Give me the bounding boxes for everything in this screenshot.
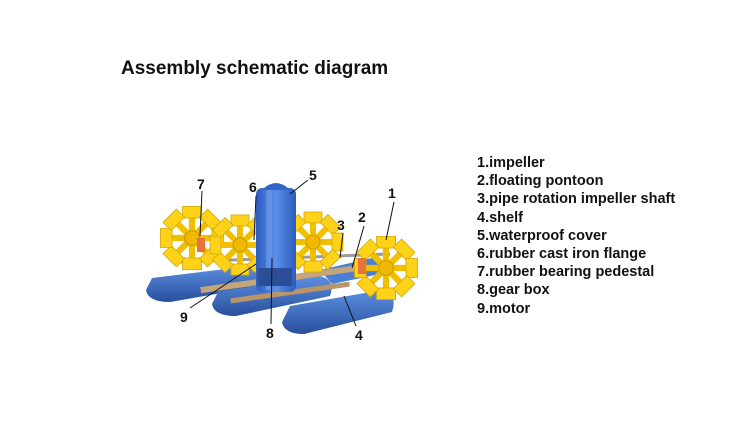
- legend-item-gear-box: 8.gear box: [477, 282, 550, 299]
- parts-legend: 1.impeller 2.floating pontoon 3.pipe rot…: [477, 154, 675, 318]
- legend-item-flange: 6.rubber cast iron flange: [477, 245, 647, 262]
- callout-6: 6: [249, 179, 257, 195]
- callout-8: 8: [266, 325, 274, 341]
- legend-item-shelf: 4.shelf: [477, 209, 523, 226]
- callout-numbers: 1 2 3 4 5 6 7 8 9: [180, 167, 396, 343]
- legend-item-waterproof-cover: 5.waterproof cover: [477, 227, 607, 244]
- legend-item-bearing-pedestal: 7.rubber bearing pedestal: [477, 264, 655, 281]
- leader-lines: [189, 179, 395, 327]
- callout-1: 1: [388, 185, 396, 201]
- callout-9: 9: [180, 309, 188, 325]
- legend-item-impeller: 1.impeller: [477, 155, 545, 171]
- callout-4: 4: [355, 327, 363, 343]
- bearing-pedestals: [197, 238, 366, 274]
- diagram-title: Assembly schematic diagram: [121, 58, 389, 79]
- legend-item-floating-pontoon: 2.floating pontoon: [477, 173, 604, 190]
- legend-item-impeller-shaft: 3.pipe rotation impeller shaft: [477, 191, 676, 208]
- gear-box: [258, 268, 292, 286]
- callout-3: 3: [337, 217, 345, 233]
- waterproof-cover: [256, 183, 296, 292]
- callout-7: 7: [197, 176, 205, 192]
- pontoon-right: [282, 290, 394, 334]
- callout-2: 2: [358, 209, 366, 225]
- legend-item-motor: 9.motor: [477, 300, 531, 317]
- callout-5: 5: [309, 167, 317, 183]
